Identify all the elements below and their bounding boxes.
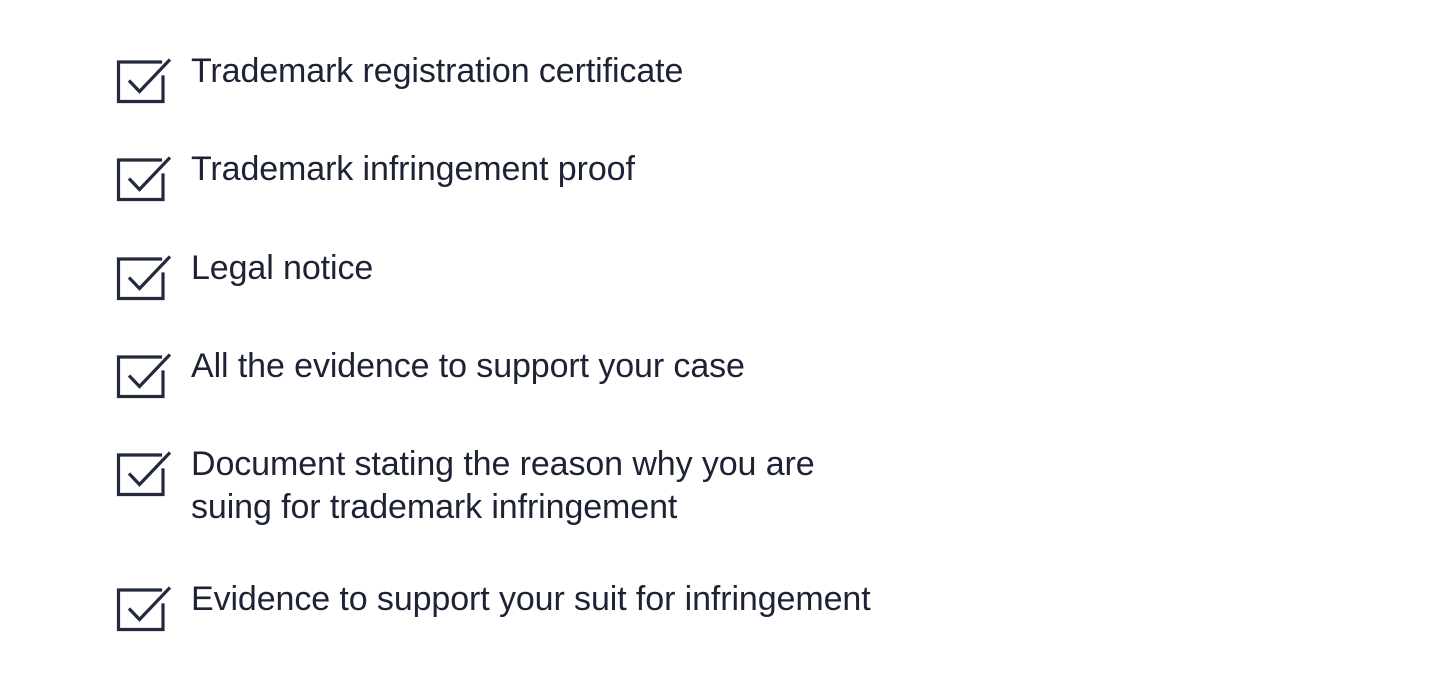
checked-checkbox-icon[interactable] bbox=[116, 56, 174, 108]
list-item[interactable]: Evidence to support your suit for infrin… bbox=[116, 578, 871, 636]
checked-checkbox-icon[interactable] bbox=[116, 154, 174, 206]
list-item-label: Legal notice bbox=[191, 249, 374, 287]
list-item[interactable]: Legal notice bbox=[116, 247, 373, 305]
checked-checkbox-icon[interactable] bbox=[116, 351, 174, 403]
list-item[interactable]: Trademark infringement proof bbox=[116, 148, 635, 206]
list-item-label: Trademark registration certificate bbox=[191, 52, 684, 90]
checked-checkbox-icon[interactable] bbox=[116, 253, 174, 305]
list-item-label: Evidence to support your suit for infrin… bbox=[191, 580, 871, 618]
list-item-label: All the evidence to support your case bbox=[191, 347, 745, 385]
checked-checkbox-icon[interactable] bbox=[116, 449, 174, 501]
checked-checkbox-icon[interactable] bbox=[116, 584, 174, 636]
list-item-label: Trademark infringement proof bbox=[191, 150, 635, 188]
list-item-label: Document stating the reason why you are … bbox=[191, 445, 815, 526]
list-item[interactable]: Document stating the reason why you are … bbox=[116, 443, 815, 529]
list-item[interactable]: Trademark registration certificate bbox=[116, 50, 683, 108]
list-item[interactable]: All the evidence to support your case bbox=[116, 345, 745, 403]
